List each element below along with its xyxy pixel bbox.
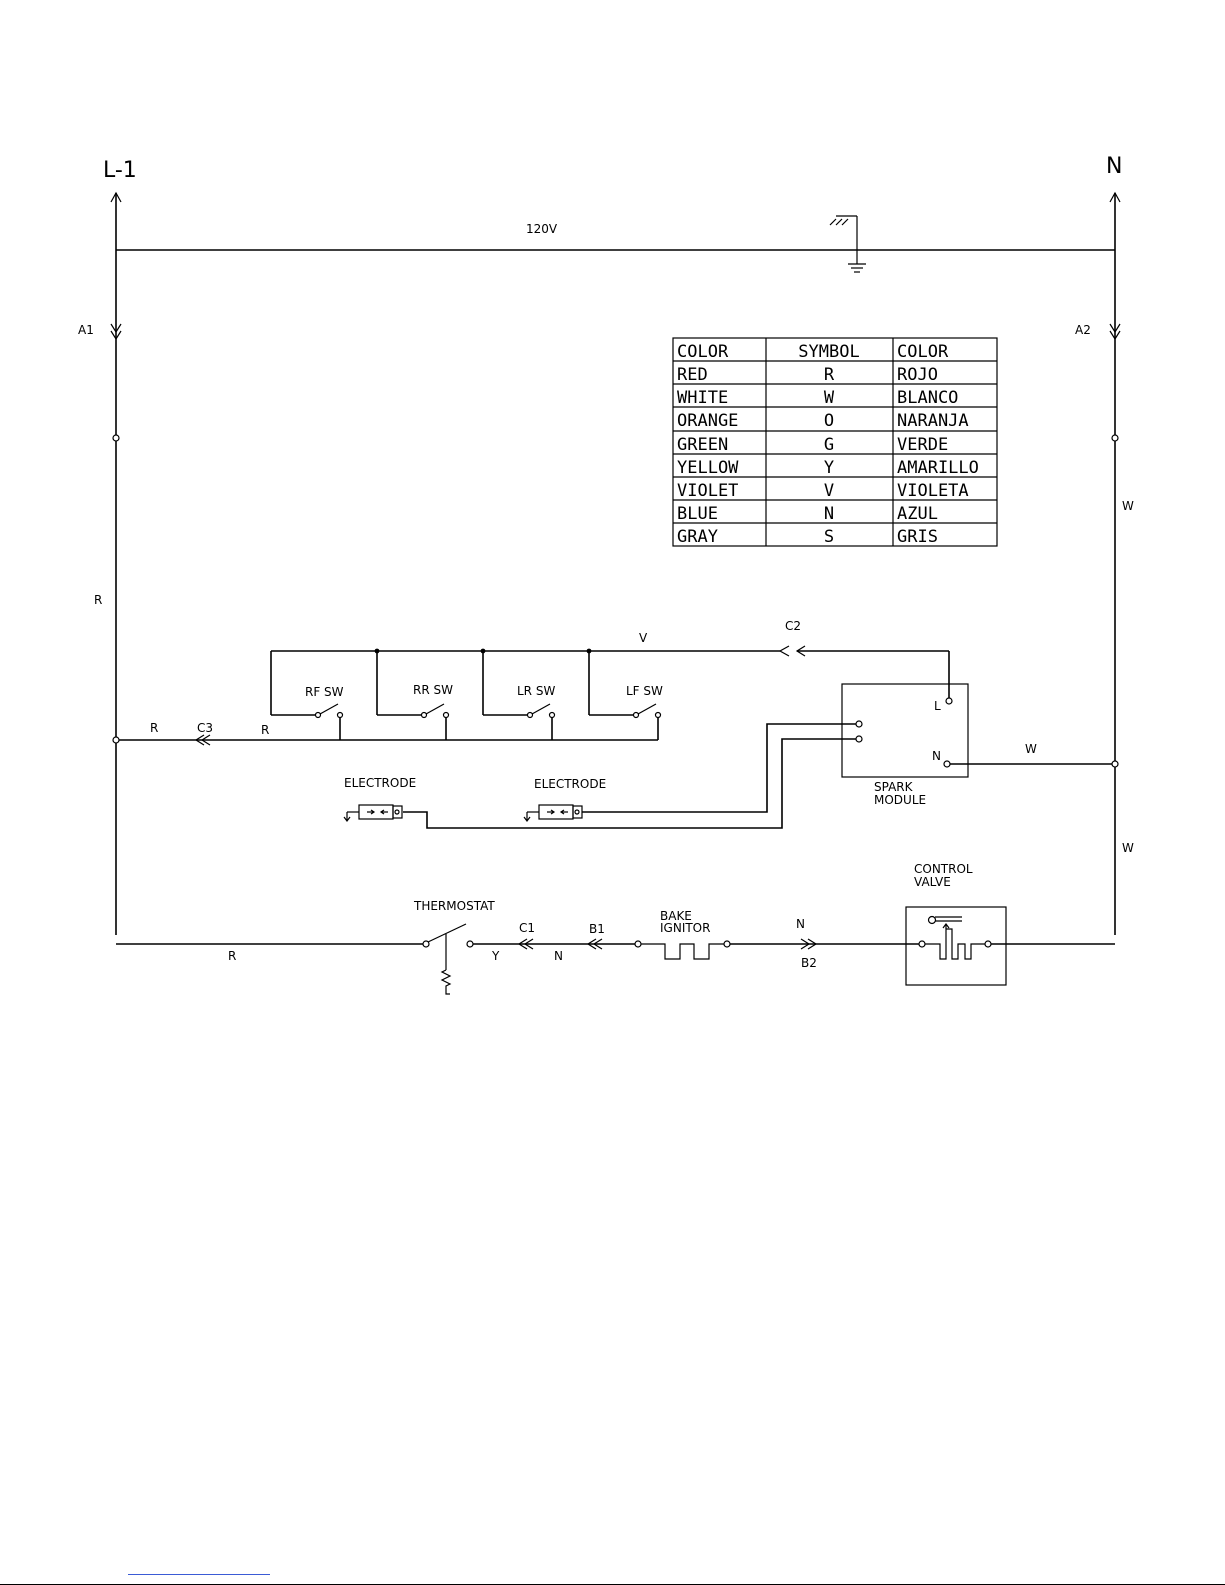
lr-switch: [483, 704, 555, 740]
module-terminal-l: L: [934, 699, 941, 713]
wire-code-b2: B2: [801, 956, 817, 970]
table-cell: VERDE: [897, 435, 948, 455]
terminal-n: [1112, 435, 1118, 441]
rf-sw-label: RF SW: [305, 685, 344, 699]
table-cell: BLUE: [677, 504, 718, 524]
table-cell: Y: [824, 458, 834, 478]
control-valve-label-2: VALVE: [914, 875, 951, 889]
table-header-symbol: SYMBOL: [798, 342, 859, 362]
spark-module-label-2: MODULE: [874, 793, 926, 807]
lr-sw-label: LR SW: [517, 684, 555, 698]
table-cell: R: [824, 365, 835, 385]
main-rails: [111, 193, 1120, 935]
bake-ignitor-label-2: IGNITOR: [660, 921, 710, 935]
rr-sw-label: RR SW: [413, 683, 453, 697]
electrode-2-label: ELECTRODE: [534, 777, 606, 791]
table-cell: VIOLET: [677, 481, 738, 501]
voltage-label: 120V: [526, 222, 558, 236]
electrode-2-icon: [524, 805, 582, 821]
table-cell: ROJO: [897, 365, 938, 385]
wire-code-r-switch-2: R: [261, 723, 269, 737]
wire-code-r-bottom: R: [228, 949, 236, 963]
bake-circuit: [116, 924, 919, 994]
spark-module: [842, 684, 1118, 777]
table-cell: VIOLETA: [897, 481, 969, 501]
electrode-1-label: ELECTRODE: [344, 776, 416, 790]
wire-code-c1: C1: [519, 921, 535, 935]
table-cell: O: [824, 411, 834, 431]
table-cell: GREEN: [677, 435, 728, 455]
lf-switch: [589, 704, 661, 740]
wire-code-w-bottom: W: [1122, 841, 1134, 855]
footer-link-underline: [128, 1574, 270, 1575]
switch-bus-violet: [271, 646, 949, 715]
table-cell: GRAY: [677, 527, 718, 547]
wire-code-b1: B1: [589, 922, 605, 936]
a1-label: A1: [78, 323, 94, 337]
table-cell: AMARILLO: [897, 458, 979, 478]
table-cell: S: [824, 527, 834, 547]
control-valve-label-1: CONTROL: [914, 862, 973, 876]
lf-sw-label: LF SW: [626, 684, 663, 698]
table-header-color-en: COLOR: [677, 342, 729, 362]
wire-code-w-top: W: [1122, 499, 1134, 513]
thermostat-label: THERMOSTAT: [413, 899, 495, 913]
table-cell: G: [824, 435, 834, 455]
wire-code-w-module: W: [1025, 742, 1037, 756]
terminal-l1: [113, 435, 119, 441]
wire-code-y: Y: [491, 949, 500, 963]
line-label: L-1: [103, 158, 137, 183]
table-cell: NARANJA: [897, 411, 969, 431]
wire-code-r-switch-1: R: [150, 721, 158, 735]
wire-code-r-left: R: [94, 593, 102, 607]
wire-code-v: V: [639, 631, 648, 645]
wire-code-n-left: N: [554, 949, 563, 963]
electrode-1-icon: [344, 805, 402, 821]
table-cell: W: [824, 388, 835, 408]
switch-return-red: [113, 735, 658, 745]
neutral-label: N: [1106, 154, 1122, 179]
table-cell: YELLOW: [677, 458, 739, 478]
module-terminal-n: N: [932, 749, 941, 763]
table-header-color-es: COLOR: [897, 342, 949, 362]
wire-code-c3: C3: [197, 721, 213, 735]
color-legend-table: COLOR SYMBOL COLOR RED R ROJO WHITE W BL…: [673, 338, 997, 547]
table-cell: WHITE: [677, 388, 728, 408]
spark-module-label-1: SPARK: [874, 780, 914, 794]
table-cell: AZUL: [897, 504, 938, 524]
rr-switch: [377, 704, 449, 740]
table-cell: N: [824, 504, 834, 524]
wire-code-c2: C2: [785, 619, 801, 633]
table-cell: BLANCO: [897, 388, 958, 408]
table-cell: RED: [677, 365, 708, 385]
table-cell: ORANGE: [677, 411, 738, 431]
wire-code-n-right: N: [796, 917, 805, 931]
table-cell: GRIS: [897, 527, 938, 547]
ground-icon: [830, 216, 866, 272]
a2-label: A2: [1075, 323, 1091, 337]
control-valve-icon: [906, 907, 1115, 985]
table-cell: V: [824, 481, 834, 501]
rf-switch: [271, 704, 343, 740]
